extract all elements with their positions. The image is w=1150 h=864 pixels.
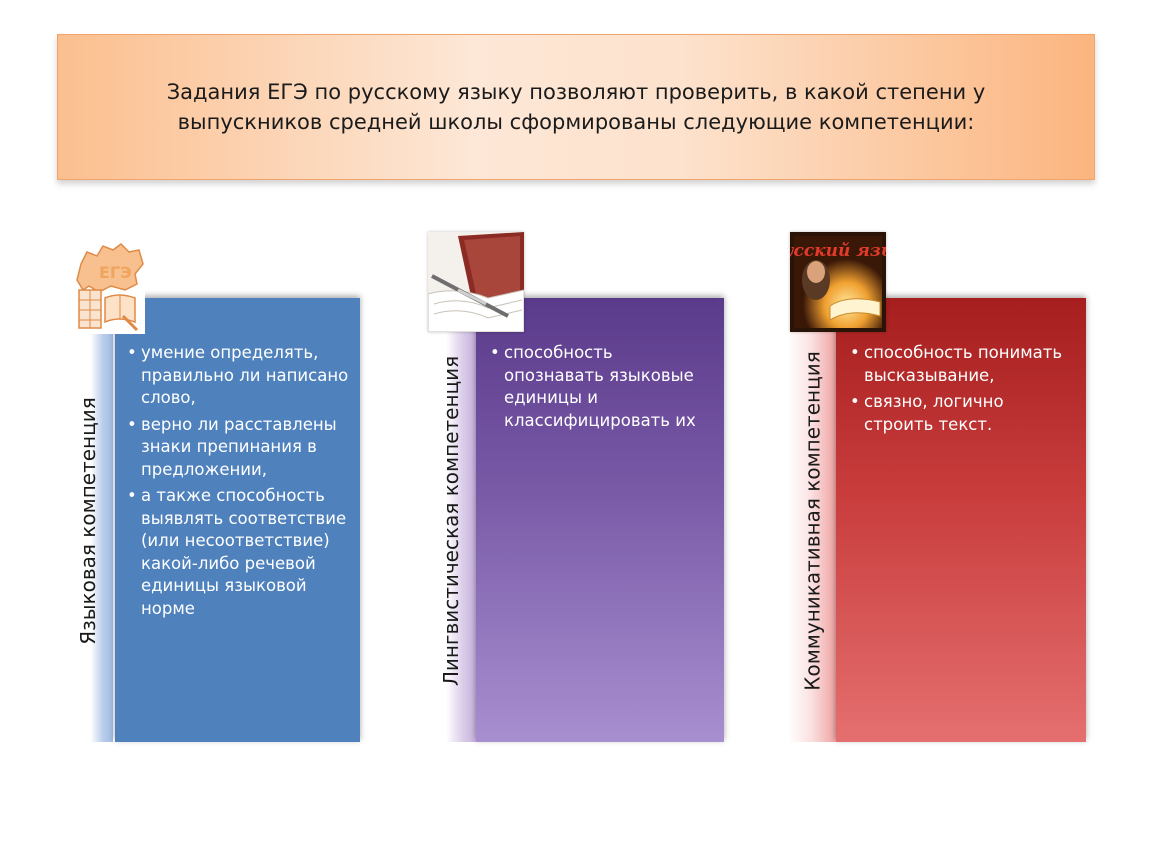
competence-label-tab: Коммуникативная компетенция <box>788 300 838 742</box>
russian-language-book-cover-icon: Русский язык <box>790 232 886 332</box>
title-line-2: выпускников средней школы сформированы с… <box>177 110 975 134</box>
competence-label-tab: Языковая компетенция <box>63 300 113 742</box>
competence-panel: способность опознавать языковые единицы … <box>476 298 724 742</box>
competence-list: способность опознавать языковые единицы … <box>490 342 715 436</box>
book-cover-title: Русский язык <box>790 241 886 261</box>
competence-panel: умение определять, правильно ли написано… <box>115 298 360 742</box>
svg-text:ЕГЭ: ЕГЭ <box>99 263 132 282</box>
competence-label: Коммуникативная компетенция <box>801 351 826 691</box>
competence-panel: способность понимать высказывание, связн… <box>836 298 1086 742</box>
list-item: способность понимать высказывание, <box>850 342 1075 387</box>
list-item: связно, логично строить текст. <box>850 391 1075 436</box>
book-and-pen-icon <box>428 232 524 332</box>
list-item: способность опознавать языковые единицы … <box>490 342 715 432</box>
competence-block-linguistic: Лингвистическая компетенция способность … <box>426 232 726 744</box>
competence-block-communicative: Коммуникативная компетенция способность … <box>788 232 1088 744</box>
competence-list: умение определять, правильно ли написано… <box>127 342 352 624</box>
list-item: умение определять, правильно ли написано… <box>127 342 352 410</box>
competence-label: Языковая компетенция <box>76 397 100 645</box>
competence-label: Лингвистическая компетенция <box>439 355 464 687</box>
russia-map-ege-icon: ЕГЭ <box>63 238 145 334</box>
list-item: верно ли расставлены знаки препинания в … <box>127 414 352 482</box>
competence-list: способность понимать высказывание, связн… <box>850 342 1075 440</box>
title-text: Задания ЕГЭ по русскому языку позволяют … <box>116 77 1036 137</box>
competence-block-language: Языковая компетенция умение определять, … <box>63 232 363 744</box>
list-item: а также способность выявлять соответстви… <box>127 485 352 620</box>
competence-label-tab: Лингвистическая компетенция <box>426 300 476 742</box>
title-banner: Задания ЕГЭ по русскому языку позволяют … <box>57 34 1095 180</box>
title-line-1: Задания ЕГЭ по русскому языку позволяют … <box>166 80 986 104</box>
